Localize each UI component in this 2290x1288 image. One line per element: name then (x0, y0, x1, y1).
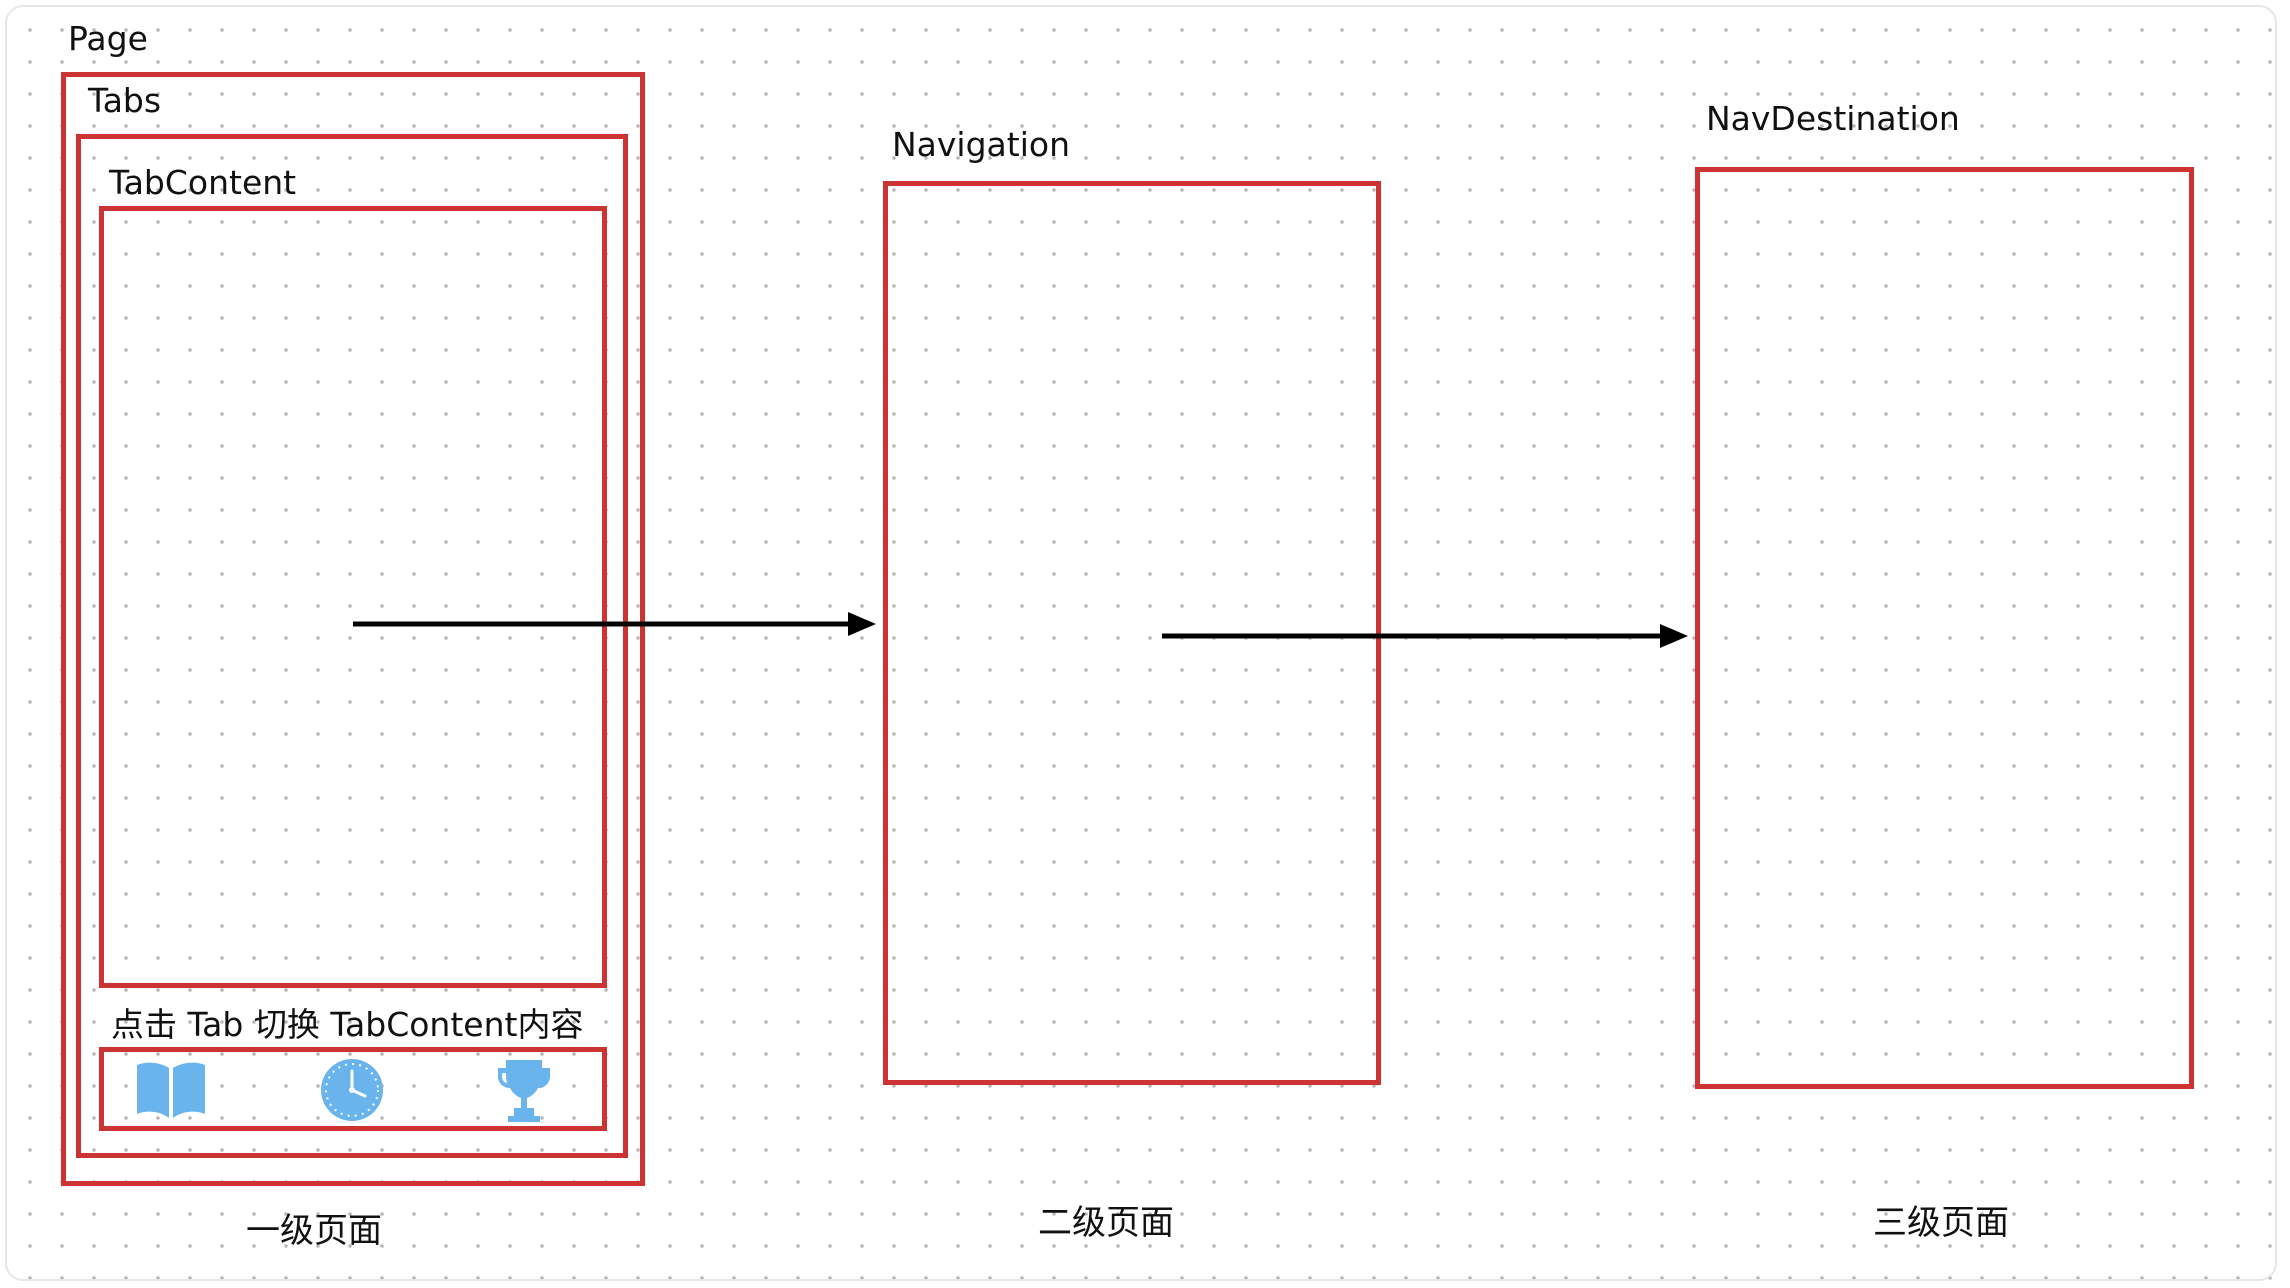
caption-level1: 一级页面 (246, 1211, 382, 1251)
tab-bar-box (99, 1047, 607, 1131)
trophy-icon (498, 1060, 550, 1122)
tabs-label: Tabs (88, 81, 162, 120)
arrow-tab-to-navigation (353, 612, 876, 636)
tab-content-box (99, 206, 607, 988)
arrow-navigation-to-nav-destination (1162, 624, 1688, 648)
book-icon (137, 1062, 205, 1118)
tabs-box (76, 134, 628, 1158)
tab-hint-label: 点击 Tab 切换 TabContent内容 (111, 1005, 584, 1044)
caption-level3: 三级页面 (1873, 1203, 2009, 1243)
navigation-box (883, 181, 1381, 1085)
canvas-frame (5, 5, 2277, 1281)
navigation-label: Navigation (892, 125, 1070, 164)
page-box (61, 72, 645, 1186)
tab-content-label: TabContent (109, 163, 297, 202)
nav-destination-box (1695, 167, 2194, 1089)
page-label: Page (68, 19, 148, 58)
nav-destination-label: NavDestination (1706, 99, 1960, 138)
clock-icon (321, 1059, 383, 1121)
caption-level2: 二级页面 (1038, 1203, 1174, 1243)
